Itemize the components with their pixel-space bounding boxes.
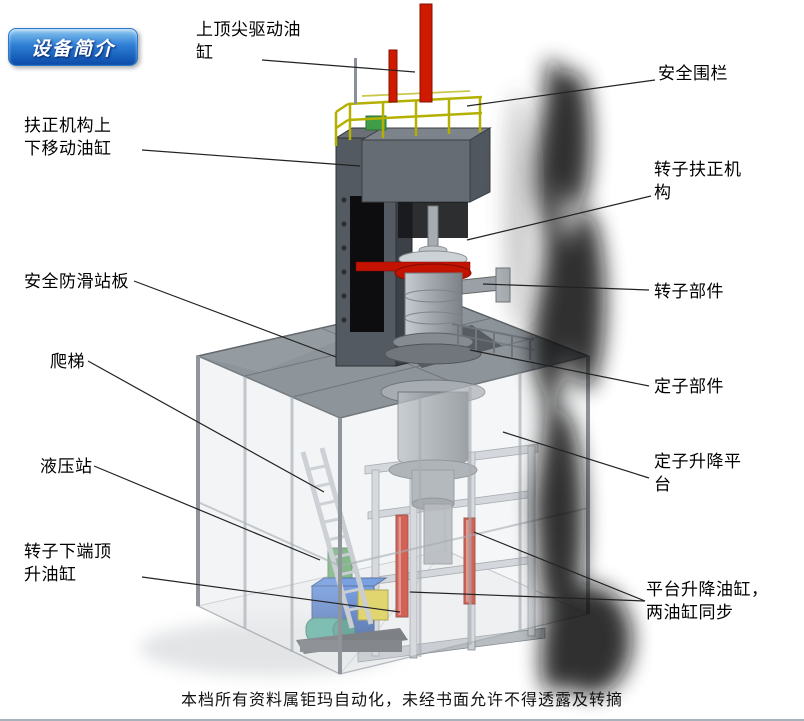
top-drive-rods [354,3,433,104]
leader-rotor-centering [466,195,652,241]
deck-guard-rail [451,323,535,360]
leader-top-drive [261,59,416,73]
access-ladder [300,447,374,629]
footer-copyright: 本档所有资料属钜玛自动化，未经书面允许不得透露及转摘 [180,692,623,709]
leader-platform-cyl-a [473,531,646,602]
leader-stator-platform [502,431,650,479]
leader-safety-fence [466,79,656,107]
leader-rotor-jack [141,576,401,613]
label-rotor-bottom-jack-cylinder: 转子下端顶 升油缸 [24,542,112,585]
label-top-center-drive-cylinder: 上顶尖驱动油 缸 [196,20,301,63]
smoke-shadow [506,62,632,695]
hydraulic-station [296,536,408,654]
safety-railing [334,90,483,146]
leader-rotor-part [482,283,650,291]
enclosure-front [196,354,590,676]
leader-ladder [87,360,325,493]
label-platform-lift-cylinders: 平台升降油缸， 两油缸同步 [646,580,769,623]
label-ladder: 爬梯 [50,352,85,371]
label-rotor-centering-mech: 转子扶正机 构 [654,160,742,203]
leader-centering-updown [141,149,361,167]
label-anti-slip-platform: 安全防滑站板 [24,272,129,291]
label-centering-mech-updown-cylinder: 扶正机构上 下移动油缸 [24,116,112,159]
label-safety-fence: 安全围栏 [658,64,728,83]
title-badge-label: 设备简介 [30,38,115,60]
rotor-assembly [355,205,511,365]
leader-lines [87,59,656,613]
label-rotor-part: 转子部件 [654,282,724,301]
title-badge: 设备简介 [8,28,138,66]
label-hydraulic-station: 液压站 [40,457,93,476]
stator-assembly [380,379,486,565]
leader-stator-part [469,349,650,387]
label-stator-lift-platform: 定子升降平 台 [654,452,742,495]
leader-platform-cyl-b [409,591,646,602]
leader-hydraulic [93,465,321,561]
label-stator-part: 定子部件 [654,377,724,396]
leader-anti-slip [133,280,337,358]
